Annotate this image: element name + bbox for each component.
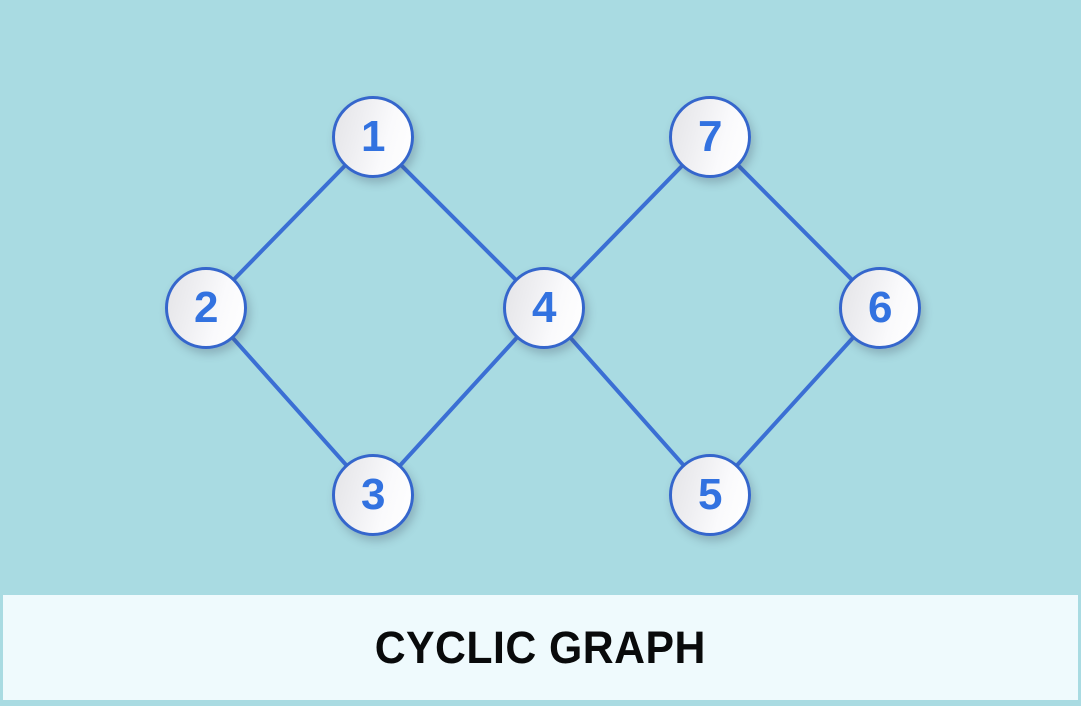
graph-edge-2-3: [229, 335, 350, 468]
graph-node-label: 5: [698, 470, 722, 519]
graph-edge-4-7: [569, 162, 685, 283]
graph-node-2[interactable]: 2: [165, 267, 247, 349]
graph-edge-5-6: [734, 334, 856, 469]
graph-node-4[interactable]: 4: [503, 267, 585, 349]
graph-edge-1-4: [398, 162, 519, 283]
graph-node-label: 6: [868, 283, 892, 332]
graph-edge-7-6: [735, 162, 855, 283]
graph-node-label: 1: [361, 112, 385, 161]
graph-node-label: 3: [361, 470, 385, 519]
caption-band: CYCLIC GRAPH: [3, 595, 1078, 700]
graph-edge-3-4: [397, 334, 520, 469]
graph-node-label: 7: [698, 112, 722, 161]
graph-node-5[interactable]: 5: [669, 454, 751, 536]
graph-node-1[interactable]: 1: [332, 96, 414, 178]
graph-node-3[interactable]: 3: [332, 454, 414, 536]
graph-node-6[interactable]: 6: [839, 267, 921, 349]
graph-node-label: 4: [532, 283, 556, 332]
graph-edge-4-5: [567, 335, 687, 468]
graph-edge-1-2: [231, 162, 348, 283]
graph-node-7[interactable]: 7: [669, 96, 751, 178]
graph-node-label: 2: [194, 283, 218, 332]
caption-title: CYCLIC GRAPH: [374, 621, 707, 673]
